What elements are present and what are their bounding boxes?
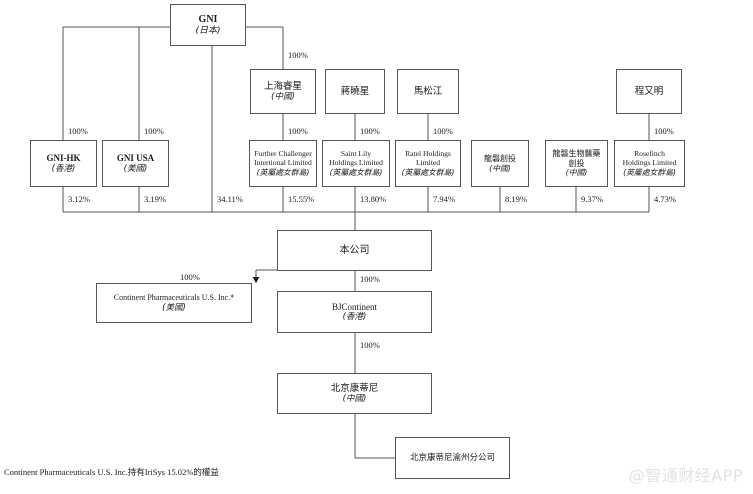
node-cheng-youming-name: 程又明 [634,85,664,97]
edge-label-ratel-share: 7.94% [433,194,455,204]
node-saint-lily-location: (英屬處女群島) [329,167,383,177]
edge-label-further-share: 15.55% [288,194,315,204]
edge-label-gni-to-shanghai: 100% [288,50,308,60]
node-longpan-bio-location: (中國) [565,168,588,178]
node-gni-usa-location: (美國) [123,163,148,174]
node-longpan-bio-line1: 龍磐生物醫藥 [552,149,601,159]
node-bjcontinent-location: (香港) [342,312,367,323]
node-beijing-kangdini-location: (中國) [342,394,367,405]
edge-label-gni-hk-share: 3.12% [68,194,90,204]
node-continent-pharmaceuticals-us-location: (美國) [162,302,186,313]
node-beijing-kangdini[interactable]: 北京康蒂尼 (中國) [277,373,432,414]
node-beijing-kangdini-yuzhou-branch-name: 北京康蒂尼渝州分公司 [409,452,495,463]
node-rosefinch[interactable]: Rosefinch Holdings Limited (英屬處女群島) [614,140,685,187]
edge-label-bjcontinent-to-kangdini: 100% [360,340,380,350]
node-rosefinch-line1: Rosefinch [634,148,665,158]
edge-label-shanghai-to-further: 100% [288,126,308,136]
node-gni-usa[interactable]: GNI USA (美國) [102,140,169,187]
node-shanghai-ruixing-location: (中國) [271,92,295,103]
node-longpan-chuangtou-location: (中國) [489,163,511,173]
watermark: @智通财经APP [628,466,743,485]
node-further-challenger-line1: Further Challenger [254,148,312,158]
node-saint-lily-line1: Saint Lily [340,148,372,158]
edge-label-saintlily-share: 13.80% [360,194,387,204]
node-ma-songjiang[interactable]: 馬松江 [397,69,459,114]
node-ratel-holdings-location: (英屬處女群島) [401,167,455,177]
footnote-text: Continent Pharmaceuticals U.S. Inc.持有Iri… [4,467,219,477]
edge-label-gni-to-gni-usa: 100% [144,126,164,136]
edge-label-gni-usa-share: 3.19% [144,194,166,204]
node-beijing-kangdini-yuzhou-branch[interactable]: 北京康蒂尼渝州分公司 [395,437,510,479]
edge-label-company-to-bjcontinent: 100% [360,274,380,284]
edge-label-rosefinch-share: 4.73% [654,194,676,204]
node-beijing-kangdini-name: 北京康蒂尼 [330,382,379,394]
node-bjcontinent-name: BJContinent [331,301,377,312]
node-longpan-chuangtou-name: 龍磐創投 [484,154,516,164]
node-ratel-holdings-line1: Ratel Holdings [405,148,451,158]
node-company[interactable]: 本公司 [277,230,432,271]
node-bjcontinent[interactable]: BJContinent (香港) [277,291,432,333]
edge-label-jiang-to-saintlily: 100% [360,126,380,136]
node-shanghai-ruixing[interactable]: 上海睿星 (中國) [250,69,316,114]
node-continent-pharmaceuticals-us[interactable]: Continent Pharmaceuticals U.S. Inc.* (美國… [96,283,252,323]
node-gni-hk-location: (香港) [51,163,76,174]
node-further-challenger-location: (英屬處女群島) [256,167,310,177]
node-ratel-holdings[interactable]: Ratel Holdings Limited (英屬處女群島) [395,140,461,187]
edge-label-ma-to-ratel: 100% [433,126,453,136]
node-gni-location: (日本) [195,25,221,36]
node-rosefinch-location: (英屬處女群島) [623,167,676,177]
node-rosefinch-line2: Holdings Limited [622,157,677,167]
node-continent-pharmaceuticals-us-name: Continent Pharmaceuticals U.S. Inc.* [113,293,235,303]
arrowhead-to-continent [252,277,260,283]
edge-label-cheng-to-rosefinch: 100% [654,126,674,136]
node-ma-songjiang-name: 馬松江 [413,85,443,97]
node-saint-lily-line2: Holdings Limited [329,157,383,167]
node-jiang-xiaoxing[interactable]: 蔣曉星 [325,69,385,114]
node-longpan-bio-line2: 創投 [568,158,585,168]
edge-label-longpan-bio-share: 9.37% [581,194,603,204]
node-saint-lily[interactable]: Saint Lily Holdings Limited (英屬處女群島) [322,140,390,187]
edge-label-gni-share: 34.11% [217,194,243,204]
edge-label-company-to-continent: 100% [180,272,200,282]
node-gni-name: GNI [198,13,218,25]
node-longpan-bio[interactable]: 龍磐生物醫藥 創投 (中國) [545,140,608,187]
node-jiang-xiaoxing-name: 蔣曉星 [340,85,370,97]
node-company-name: 本公司 [339,244,370,256]
node-longpan-chuangtou[interactable]: 龍磐創投 (中國) [471,140,529,187]
node-further-challenger[interactable]: Further Challenger Intertional Limited (… [249,140,317,187]
node-gni-hk[interactable]: GNI-HK (香港) [30,140,97,187]
node-gni-hk-name: GNI-HK [46,153,81,164]
node-shanghai-ruixing-name: 上海睿星 [263,80,302,92]
node-cheng-youming[interactable]: 程又明 [616,69,682,114]
edge-label-longpan-share: 8.19% [505,194,527,204]
node-ratel-holdings-line2: Limited [415,157,441,167]
node-gni-usa-name: GNI USA [116,153,155,164]
edge-label-gni-to-gni-hk: 100% [68,126,88,136]
node-further-challenger-line2: Intertional Limited [254,157,312,167]
node-gni[interactable]: GNI (日本) [170,4,246,46]
